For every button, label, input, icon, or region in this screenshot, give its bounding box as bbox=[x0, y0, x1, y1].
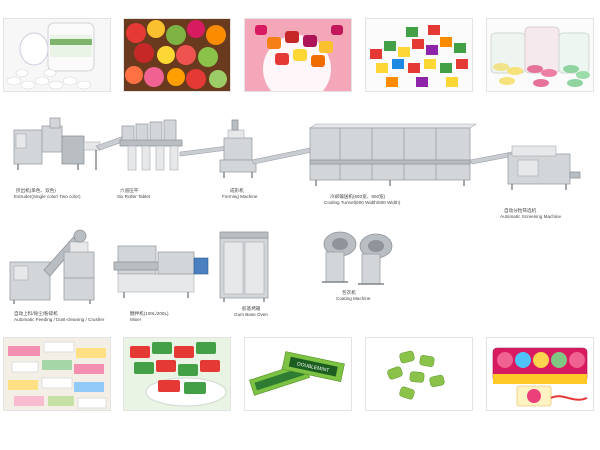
coating-machines bbox=[322, 231, 393, 285]
photo-gum-pillows bbox=[486, 18, 594, 92]
label-forming-en: Forming Machine bbox=[222, 194, 258, 199]
six-roller-machine bbox=[119, 119, 183, 171]
label-screening-en: Automatic Screening Machine bbox=[500, 214, 562, 219]
photo-fruit-candies bbox=[123, 18, 231, 92]
production-line-lower bbox=[9, 229, 393, 304]
label-extruder-en: Extruder(Single color/ Two color) bbox=[14, 194, 81, 199]
cooling-tunnel bbox=[309, 123, 477, 186]
label-oven: 胶基烤箱 bbox=[242, 306, 261, 311]
label-coating-en: Coating Machine bbox=[336, 296, 371, 301]
mixer-machine bbox=[113, 245, 209, 298]
label-feeding-en: Automatic Feeding / Dust-cleaning / Crus… bbox=[14, 317, 105, 322]
label-six-roller-en: Six Roller Tablet bbox=[117, 194, 151, 199]
photo-gum-bottle bbox=[3, 18, 111, 92]
label-screening: 自动分粒筛选机 bbox=[504, 208, 537, 213]
screening-machine bbox=[507, 145, 581, 190]
photo-bubblegum-rolls bbox=[486, 337, 594, 411]
label-mixer: 糖拌机(100L/200L) bbox=[130, 311, 169, 316]
label-forming: 成形机 bbox=[230, 188, 244, 193]
label-six-roller: 六道压平 bbox=[120, 188, 139, 193]
extruder-machine bbox=[13, 117, 101, 170]
feeding-crusher-machine bbox=[9, 229, 95, 304]
photo-green-pillows bbox=[365, 337, 473, 411]
photo-wrapped-gum bbox=[123, 337, 231, 411]
label-cooling: 冷却输送机(600宽、800宽) bbox=[330, 194, 386, 199]
label-extruder: 挤出机(单色、双色) bbox=[16, 188, 56, 193]
label-coating: 包衣机 bbox=[342, 290, 356, 295]
label-oven-en: Gum Base Oven bbox=[234, 312, 268, 317]
label-feeding: 自动上料/除尘/粉碎机 bbox=[14, 311, 58, 316]
forming-machine bbox=[219, 119, 257, 178]
photo-gum-cubes bbox=[365, 18, 473, 92]
photo-gum-sticks bbox=[3, 337, 111, 411]
photo-doublemint-pack: DOUBLEMINT bbox=[244, 337, 352, 411]
label-cooling-en: Cooling Tunnel(600 Width/800 Width) bbox=[324, 200, 401, 205]
photo-candy-bowl bbox=[244, 18, 352, 92]
gum-base-oven bbox=[219, 231, 269, 302]
production-line-upper bbox=[13, 117, 581, 190]
label-mixer-en: Mixer bbox=[130, 317, 142, 322]
